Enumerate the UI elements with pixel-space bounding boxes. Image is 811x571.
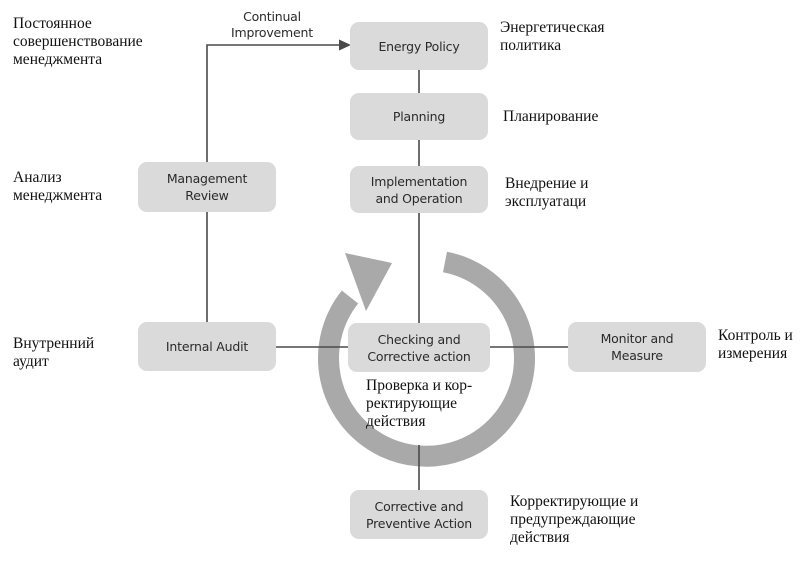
arrow-to-policy <box>339 39 351 51</box>
internal-audit-box: Internal Audit <box>138 322 276 371</box>
link-review-policy <box>206 44 344 162</box>
checking-box: Checking and Corrective action <box>348 323 490 372</box>
management-review-box: Management Review <box>138 162 276 212</box>
corrective-preventive-box: Corrective and Preventive Action <box>350 490 488 539</box>
ru-continual-label: Постоянное совершенствование менеджмента <box>13 15 143 68</box>
ru-implementation-label: Внедрение и эксплуатаци <box>505 175 589 210</box>
energy-policy-box: Energy Policy <box>350 22 488 70</box>
ru-energy-policy-label: Энергетическая политика <box>500 19 605 54</box>
cycle-arrow-ring <box>318 251 535 467</box>
ru-planning-label: Планирование <box>503 108 599 125</box>
ru-checking-label: Проверка и кор- ректирующие действия <box>366 377 473 430</box>
continual-improvement-label: Continual Improvement <box>231 9 313 40</box>
planning-box: Planning <box>350 93 488 140</box>
cycle-arrow-head <box>345 253 392 311</box>
ru-management-review-label: Анализ менеджмента <box>13 169 103 204</box>
ru-monitor-label: Контроль и измерения <box>718 327 793 362</box>
ru-corrective-preventive-label: Корректирующие и предупреждающие действи… <box>510 493 639 546</box>
implementation-box: Implementation and Operation <box>350 166 488 213</box>
monitor-box: Monitor and Measure <box>568 322 706 372</box>
ru-internal-audit-label: Внутренний аудит <box>13 335 95 370</box>
